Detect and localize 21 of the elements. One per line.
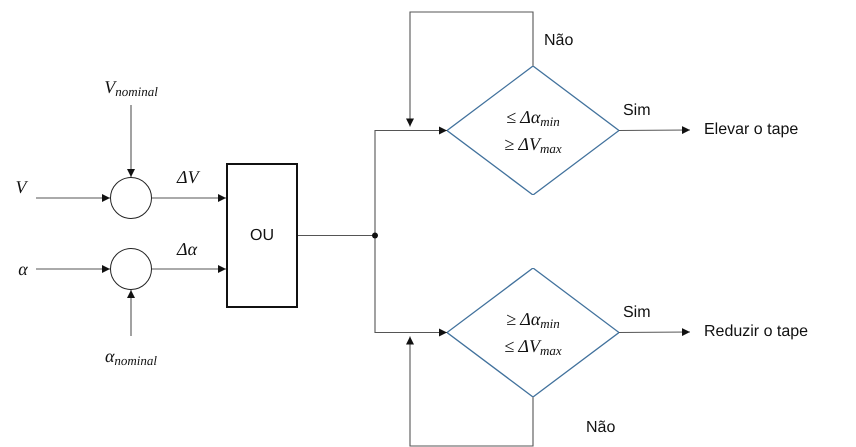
arrow bbox=[619, 126, 690, 134]
arrow bbox=[406, 336, 534, 447]
condition-text: ≤ Δα$_{min}$ bbox=[506, 106, 560, 128]
signal-label: α$_{nominal}$ bbox=[104, 344, 158, 368]
signal-label: α bbox=[18, 258, 28, 280]
output-label: Elevar o tape bbox=[704, 120, 798, 140]
arrow bbox=[36, 265, 110, 273]
arrow bbox=[152, 265, 226, 273]
arrow bbox=[127, 105, 135, 177]
arrow bbox=[152, 194, 226, 202]
arrow bbox=[127, 290, 135, 336]
output-label: Reduzir o tape bbox=[704, 322, 808, 342]
condition-text: ≤ ΔV$_{max}$ bbox=[504, 334, 562, 357]
condition-text: ≥ Δα$_{min}$ bbox=[506, 308, 560, 330]
signal-label: V$_{nominal}$ bbox=[104, 76, 158, 98]
signal-label: V bbox=[16, 176, 26, 198]
arrow bbox=[406, 11, 534, 126]
condition-text: ≥ ΔV$_{max}$ bbox=[504, 132, 562, 155]
arrow bbox=[619, 328, 690, 336]
logic-block: OU bbox=[226, 163, 298, 308]
arrow bbox=[36, 194, 110, 202]
